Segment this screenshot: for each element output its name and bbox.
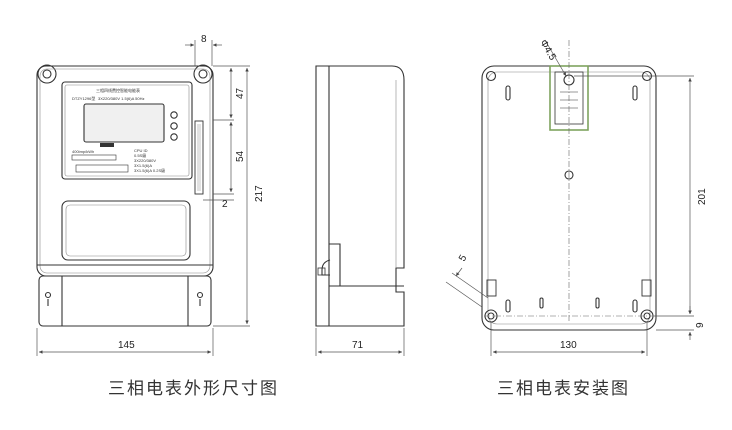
- side-seal-strip: [194, 120, 204, 195]
- indicator-2: [170, 122, 178, 130]
- svg-text:3X1.5(6)A: 3X1.5(6)A: [134, 163, 152, 168]
- side-view: [315, 65, 405, 327]
- svg-text:0.5S级: 0.5S级: [134, 152, 146, 158]
- hanging-ear-left: [37, 64, 57, 84]
- terminal-cover-window: [61, 200, 191, 261]
- front-view-caption: 三相电表外形尺寸图: [108, 379, 279, 399]
- seal-screw-right: [196, 291, 204, 299]
- indicator-1: [170, 111, 178, 119]
- front-view: [36, 64, 214, 327]
- hanging-ear-right: [193, 64, 213, 84]
- dim-hole: Φ4.5: [537, 38, 558, 63]
- dim-height-201: 201: [697, 188, 708, 205]
- dim-2: 2: [222, 199, 228, 210]
- svg-text:3X1.5(6)A 0.2S级: 3X1.5(6)A 0.2S级: [134, 167, 165, 173]
- centre-hole: [564, 170, 574, 180]
- svg-text:3X220/380V 1.5(6)A 50Hz: 3X220/380V 1.5(6)A 50Hz: [98, 96, 144, 101]
- svg-text:CPU ID: CPU ID: [134, 148, 148, 153]
- side-body: [315, 65, 405, 327]
- dim-47: 47: [235, 87, 246, 99]
- install-dimensions: [445, 39, 694, 356]
- dim-8: 8: [201, 34, 207, 45]
- install-dimension-labels: 130 201 Φ4.5 5 9: [457, 38, 708, 351]
- install-centerlines: [484, 40, 654, 322]
- install-view-caption: 三相电表安装图: [497, 379, 630, 399]
- dim-depth-71: 71: [352, 340, 364, 351]
- front-dimension-labels: 145 217 47 54 2 8: [118, 34, 265, 351]
- dim-height-217: 217: [254, 185, 265, 202]
- vent-slot: [505, 85, 511, 101]
- dim-width-130: 130: [560, 340, 577, 351]
- terminal-base: [38, 275, 212, 327]
- mount-hole-top-left: [485, 70, 497, 82]
- svg-text:400imp/kWh: 400imp/kWh: [72, 149, 94, 154]
- technical-drawing: 三相四线费控智能电能表 DTZY1296型 3X220/380V 1.5(6)A…: [36, 34, 708, 356]
- nameplate-window: [61, 81, 193, 180]
- dim-54: 54: [235, 150, 246, 162]
- seal-screw-left: [44, 291, 52, 299]
- dim-slot-5: 5: [457, 253, 470, 264]
- front-dimensions: [36, 40, 250, 356]
- dim-width-145: 145: [118, 340, 135, 351]
- lcd-screen: [83, 103, 165, 143]
- svg-text:3X220/380V: 3X220/380V: [134, 158, 156, 163]
- nameplate-title: 三相四线费控智能电能表: [96, 87, 140, 93]
- svg-text:DTZY1296型: DTZY1296型: [72, 95, 95, 101]
- nameplate-text: 三相四线费控智能电能表 DTZY1296型 3X220/380V 1.5(6)A…: [72, 87, 165, 173]
- barcode-box: [75, 164, 129, 173]
- dim-bottom-9: 9: [695, 322, 706, 328]
- indicator-3: [170, 133, 178, 141]
- side-dimensions: [315, 328, 405, 356]
